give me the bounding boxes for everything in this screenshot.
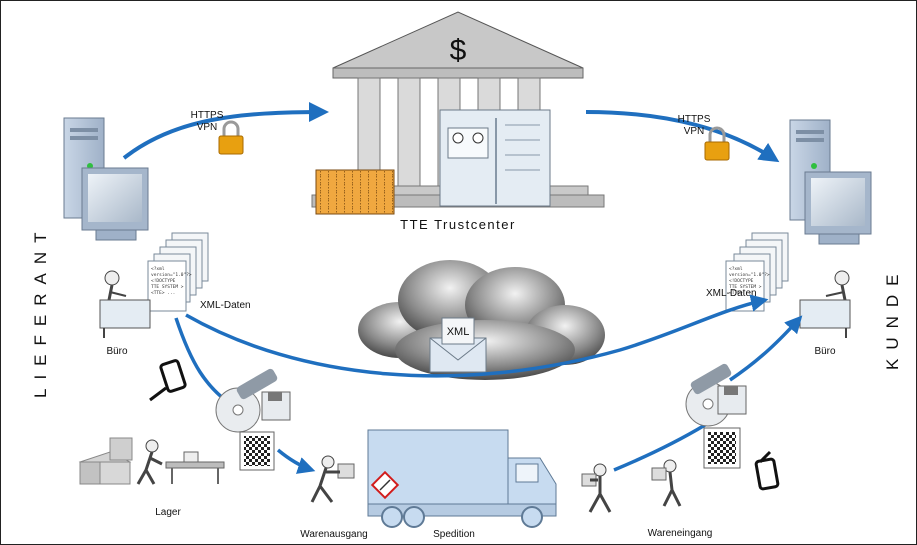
right-https-label: HTTPS bbox=[678, 114, 711, 125]
email-arrow bbox=[185, 294, 769, 378]
usb-stick-icon bbox=[236, 368, 278, 400]
datamatrix-label-icon bbox=[239, 431, 275, 471]
shipping-worker-icon bbox=[310, 455, 355, 503]
supplier-computer-icon bbox=[63, 117, 149, 241]
datamatrix-label-icon bbox=[703, 427, 741, 469]
xml-line-1: <?xml bbox=[729, 266, 743, 272]
goods-in-label: Wareneingang bbox=[648, 528, 713, 539]
forwarder-label: Spedition bbox=[433, 529, 475, 540]
xml-line-2: version="1.0"?> bbox=[729, 272, 770, 278]
xml-document-stack-icon: <?xml version="1.0"?> <!DOCTYPE TTE SYST… bbox=[725, 232, 789, 312]
xml-line-1: <?xml bbox=[151, 266, 165, 272]
receiving-to-office-arrow bbox=[613, 423, 706, 472]
media-to-office-arrow bbox=[729, 315, 803, 382]
handheld-scanner-icon bbox=[149, 359, 187, 402]
warehouse-icon bbox=[78, 437, 225, 485]
floppy-disk-icon bbox=[261, 391, 291, 421]
tape-archive-crates bbox=[315, 169, 395, 215]
bank-symbol: $ bbox=[450, 34, 467, 67]
hazard-warning-icon bbox=[370, 470, 400, 500]
https-vpn-arrow-left bbox=[122, 102, 329, 160]
email-envelope-icon bbox=[429, 317, 487, 373]
customer-side-label: KUNDE bbox=[883, 265, 902, 370]
left-xml-label: XML-Daten bbox=[200, 300, 251, 311]
cd-disc-icon bbox=[215, 387, 261, 433]
xml-line-4: TTE SYSTEM > bbox=[151, 284, 184, 290]
https-vpn-arrow-right bbox=[585, 110, 780, 163]
xml-line-3: <!DOCTYPE bbox=[151, 278, 176, 284]
usb-stick-icon bbox=[690, 363, 732, 395]
server-cabinet bbox=[439, 109, 551, 207]
warehouse-label: Lager bbox=[155, 507, 181, 518]
right-vpn-label: VPN bbox=[684, 126, 705, 137]
right-office-label: Büro bbox=[814, 346, 836, 357]
customer-computer-icon bbox=[789, 119, 872, 245]
xml-document-stack-icon: <?xml version="1.0"?> <!DOCTYPE TTE SYST… bbox=[147, 232, 209, 312]
xml-line-4: TTE SYSTEM > bbox=[729, 284, 762, 290]
left-https-label: HTTPS bbox=[191, 110, 224, 121]
xml-line-2: version="1.0"?> bbox=[151, 272, 192, 278]
left-office-label: Büro bbox=[106, 346, 128, 357]
envelope-xml-text: XML bbox=[447, 326, 470, 338]
xml-line-5: <TTE> ... bbox=[729, 290, 753, 296]
trustcenter-title: TTE Trustcenter bbox=[400, 217, 516, 232]
xml-line-5: <TTE> ... bbox=[151, 290, 175, 296]
left-vpn-label: VPN bbox=[197, 122, 218, 133]
goods-out-label: Warenausgang bbox=[300, 529, 367, 540]
media-to-shipping-arrow bbox=[276, 448, 316, 474]
receiving-worker-icon bbox=[581, 463, 612, 513]
padlock-icon bbox=[704, 126, 730, 161]
padlock-icon bbox=[218, 120, 244, 155]
receiving-clerk-icon bbox=[651, 459, 682, 507]
supplier-side-label: LIEFERANT bbox=[31, 223, 50, 398]
delivery-truck-icon bbox=[367, 429, 557, 528]
floppy-disk-icon bbox=[717, 385, 747, 415]
office-worker-icon bbox=[99, 270, 151, 338]
email-label: Email bbox=[453, 380, 482, 392]
xml-line-3: <!DOCTYPE bbox=[729, 278, 754, 284]
right-xml-label: XML-Daten bbox=[706, 288, 757, 299]
office-worker-icon bbox=[799, 270, 851, 338]
handheld-scanner-icon bbox=[754, 450, 780, 491]
